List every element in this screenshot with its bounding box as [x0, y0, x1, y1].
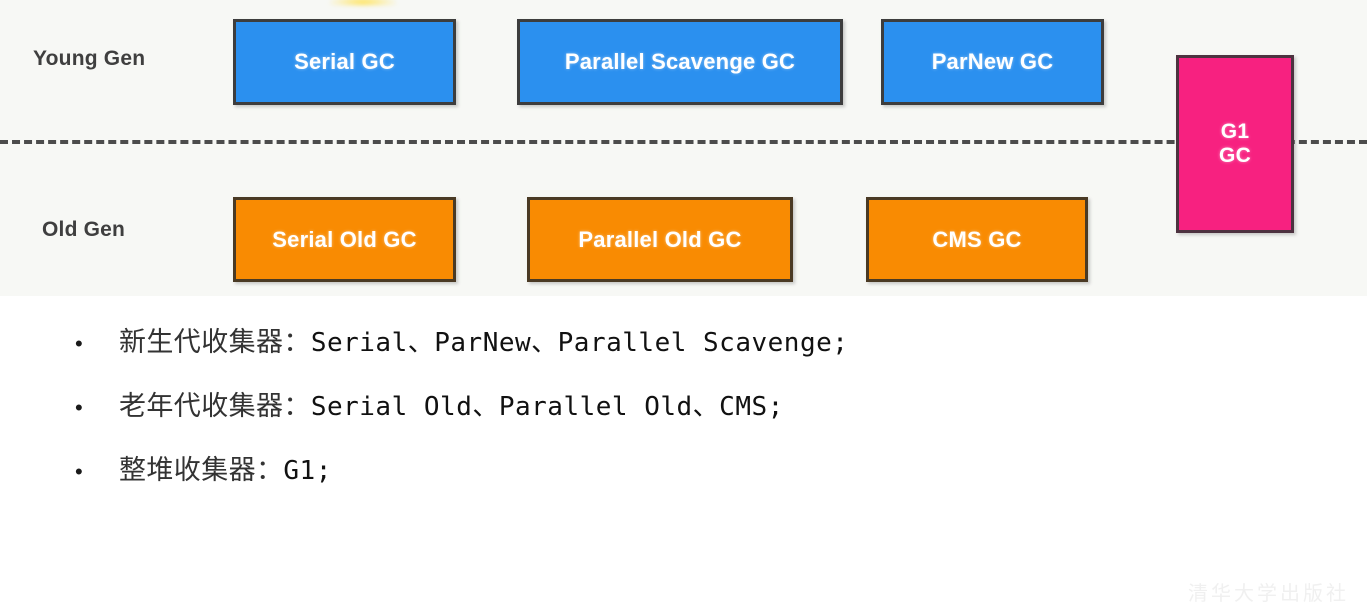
bullet-text: 新生代收集器：Serial、ParNew、Parallel Scavenge; — [119, 320, 848, 359]
old-gen-row-label: Old Gen — [42, 218, 126, 241]
gc-box-parallel-scavenge-gc: Parallel Scavenge GC — [517, 19, 843, 105]
list-item: • 整堆收集器：G1; — [0, 448, 1367, 512]
bullet-cjk-label: 老年代收集器： — [119, 391, 311, 422]
generation-divider-dashed-line — [0, 140, 1367, 144]
bullet-text: 老年代收集器：Serial Old、Parallel Old、CMS; — [119, 384, 784, 423]
young-gen-row-label: Young Gen — [33, 47, 146, 70]
list-item: • 新生代收集器：Serial、ParNew、Parallel Scavenge… — [0, 320, 1367, 384]
bullet-marker-icon: • — [75, 331, 83, 356]
collector-summary-bullet-list: • 新生代收集器：Serial、ParNew、Parallel Scavenge… — [0, 320, 1367, 512]
bullet-latin-value: G1; — [283, 456, 332, 486]
gc-box-g1-gc: G1 GC — [1176, 55, 1294, 233]
clipped-highlight-fragment — [330, 0, 396, 5]
bullet-text: 整堆收集器：G1; — [119, 448, 332, 487]
bullet-marker-icon: • — [75, 395, 83, 420]
list-item: • 老年代收集器：Serial Old、Parallel Old、CMS; — [0, 384, 1367, 448]
bullet-marker-icon: • — [75, 459, 83, 484]
gc-box-serial-old-gc: Serial Old GC — [233, 197, 456, 282]
gc-collector-diagram-panel: Young Gen Old Gen Serial GC Parallel Sca… — [0, 0, 1367, 296]
gc-box-serial-gc: Serial GC — [233, 19, 456, 105]
bullet-latin-value: Serial、ParNew、Parallel Scavenge; — [310, 328, 849, 358]
bullet-cjk-label: 新生代收集器： — [119, 327, 311, 358]
gc-box-cms-gc: CMS GC — [866, 197, 1088, 282]
gc-box-parallel-old-gc: Parallel Old GC — [527, 197, 793, 282]
bottom-watermark-text: 清华大学出版社 — [1188, 581, 1349, 605]
bullet-latin-value: Serial Old、Parallel Old、CMS; — [310, 392, 784, 422]
gc-box-parnew-gc: ParNew GC — [881, 19, 1104, 105]
bullet-cjk-label: 整堆收集器： — [119, 455, 284, 486]
